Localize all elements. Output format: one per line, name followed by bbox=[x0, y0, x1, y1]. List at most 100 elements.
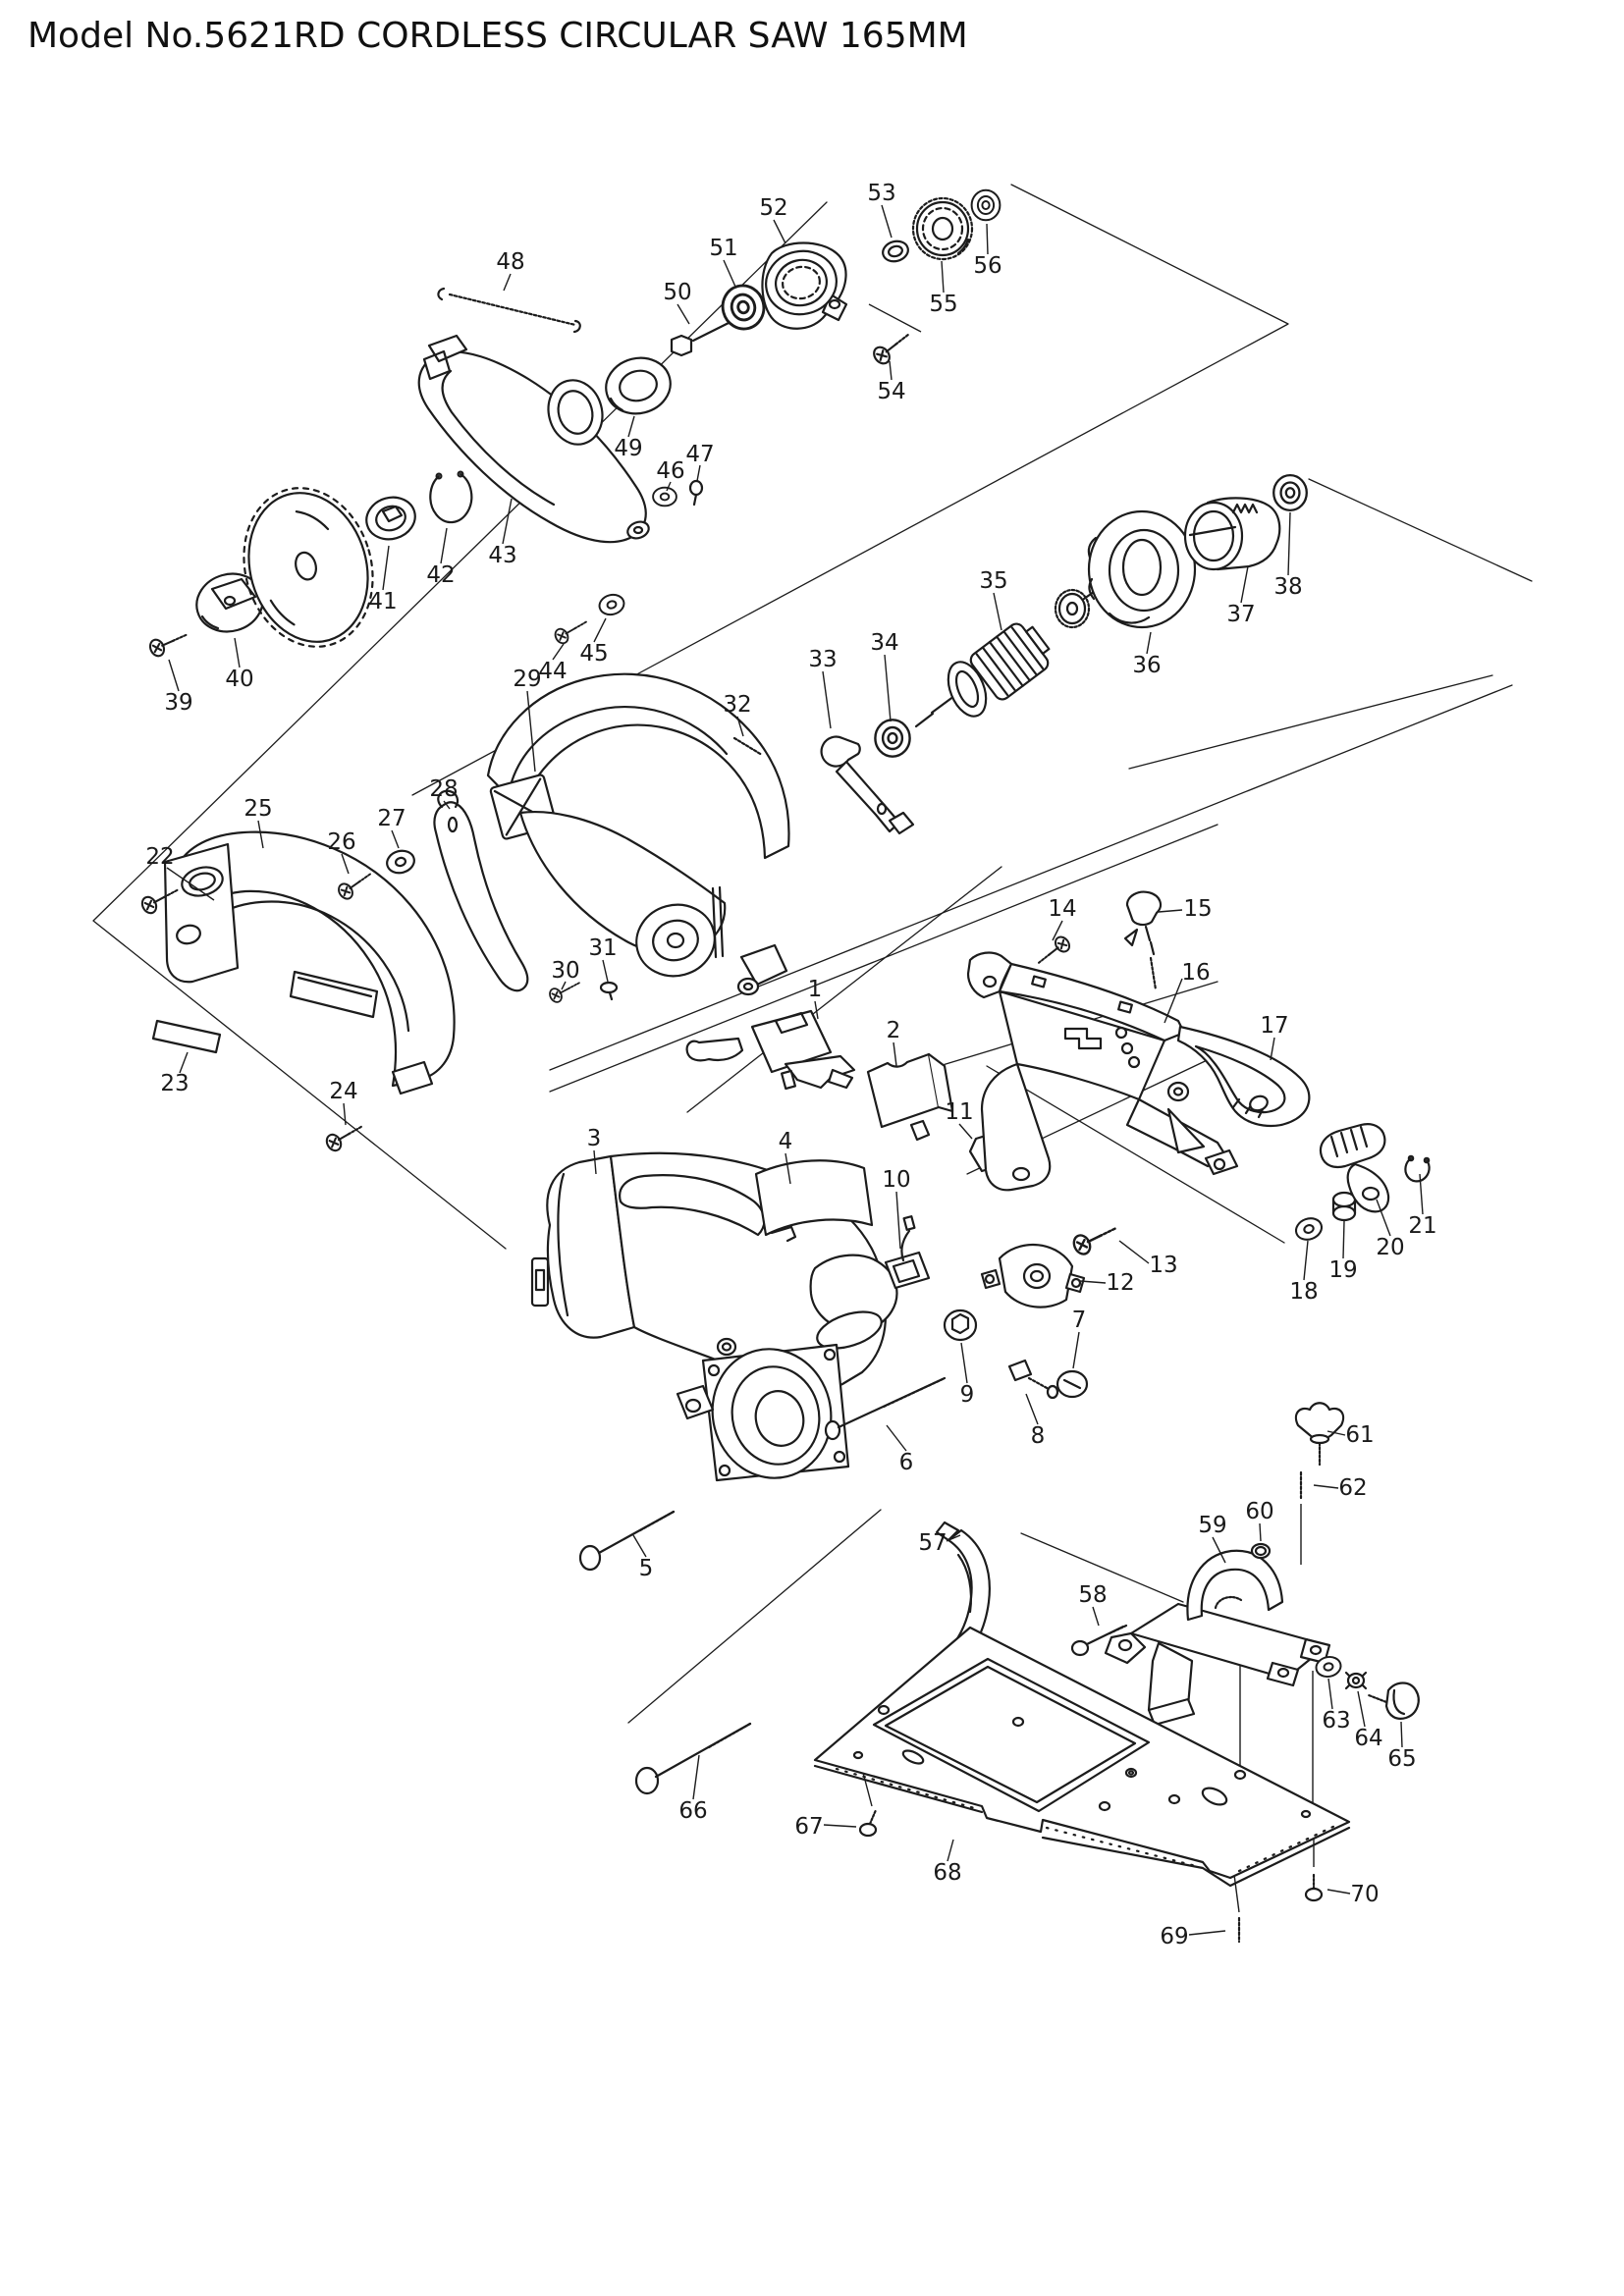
part-label-36: 36 bbox=[1132, 653, 1162, 678]
part-label-50: 50 bbox=[663, 280, 692, 305]
ball-bearing-38 bbox=[1272, 473, 1308, 512]
screw-13 bbox=[1069, 1217, 1123, 1258]
safety-cover-43 bbox=[417, 334, 650, 544]
blade-case-25 bbox=[163, 830, 456, 1095]
nut-60 bbox=[1250, 1542, 1272, 1560]
part-label-7: 7 bbox=[1071, 1308, 1087, 1333]
washer-46 bbox=[652, 486, 677, 507]
part-label-38: 38 bbox=[1273, 574, 1303, 600]
leader-line-12 bbox=[1079, 1280, 1107, 1284]
part-label-53: 53 bbox=[867, 181, 896, 206]
part-label-3: 3 bbox=[586, 1126, 602, 1151]
washer-18 bbox=[1291, 1213, 1326, 1245]
leader-line-26 bbox=[341, 853, 350, 875]
leader-line-43 bbox=[502, 498, 513, 545]
base-plate-68 bbox=[813, 1626, 1351, 1888]
safety-cover-29 bbox=[486, 672, 790, 996]
part-label-69: 69 bbox=[1160, 1924, 1189, 1949]
leader-line-21 bbox=[1419, 1173, 1424, 1215]
leader-line-13 bbox=[1118, 1240, 1150, 1264]
leader-line-69 bbox=[1188, 1930, 1226, 1936]
part-label-18: 18 bbox=[1289, 1279, 1319, 1305]
inner-flange-41 bbox=[365, 496, 416, 541]
retaining-ring-49 bbox=[605, 356, 672, 415]
part-label-58: 58 bbox=[1078, 1582, 1108, 1608]
screw-54 bbox=[869, 325, 917, 368]
leader-line-62 bbox=[1313, 1484, 1339, 1489]
part-label-56: 56 bbox=[973, 253, 1002, 279]
leader-line-50 bbox=[677, 303, 690, 325]
spring-32 bbox=[732, 736, 764, 757]
part-label-52: 52 bbox=[759, 195, 788, 221]
leader-line-56 bbox=[986, 223, 989, 255]
leader-line-32 bbox=[736, 716, 744, 737]
part-label-30: 30 bbox=[551, 958, 580, 984]
lock-off-button-15 bbox=[1123, 890, 1163, 956]
part-leader-lines bbox=[166, 204, 1424, 1936]
part-label-34: 34 bbox=[870, 630, 899, 656]
leader-line-53 bbox=[881, 204, 893, 239]
leader-line-8 bbox=[1025, 1393, 1039, 1425]
label-4 bbox=[754, 1159, 874, 1237]
bearing-box-52 bbox=[761, 241, 848, 330]
leader-line-33 bbox=[822, 670, 832, 729]
part-label-20: 20 bbox=[1376, 1235, 1405, 1260]
part-label-25: 25 bbox=[244, 796, 273, 822]
handle-assembly bbox=[966, 890, 1431, 1258]
leader-line-22 bbox=[166, 867, 215, 901]
leader-line-59 bbox=[1212, 1536, 1226, 1564]
leader-line-60 bbox=[1259, 1522, 1262, 1542]
screw-6 bbox=[824, 1376, 947, 1441]
leader-line-9 bbox=[960, 1342, 968, 1384]
wrench-33 bbox=[820, 735, 915, 835]
leader-line-66 bbox=[692, 1754, 700, 1800]
handle-cover-17 bbox=[966, 951, 1311, 1192]
part-label-23: 23 bbox=[160, 1071, 189, 1096]
flat-washer-53 bbox=[882, 240, 909, 263]
leader-line-15 bbox=[1158, 909, 1183, 913]
controller-2 bbox=[866, 1052, 954, 1142]
leader-line-23 bbox=[179, 1051, 189, 1074]
washer-45 bbox=[596, 591, 627, 618]
part-label-5: 5 bbox=[638, 1556, 654, 1581]
leader-line-6 bbox=[886, 1424, 907, 1452]
leader-line-40 bbox=[234, 637, 241, 668]
part-label-54: 54 bbox=[877, 379, 906, 404]
ball-bearing-56 bbox=[970, 188, 1001, 222]
part-label-45: 45 bbox=[579, 641, 609, 667]
part-label-61: 61 bbox=[1345, 1422, 1375, 1448]
circlip-21 bbox=[1404, 1154, 1431, 1183]
part-label-62: 62 bbox=[1338, 1475, 1368, 1501]
part-label-51: 51 bbox=[709, 236, 738, 261]
leader-line-28 bbox=[443, 800, 451, 810]
leader-line-20 bbox=[1376, 1199, 1391, 1237]
part-label-26: 26 bbox=[327, 829, 356, 855]
part-label-14: 14 bbox=[1048, 896, 1077, 922]
blade-case-assembly bbox=[138, 830, 456, 1154]
leader-line-34 bbox=[884, 654, 892, 722]
lock-washer-64 bbox=[1344, 1671, 1368, 1690]
leader-line-67 bbox=[823, 1824, 857, 1828]
part-label-9: 9 bbox=[959, 1382, 975, 1408]
leader-line-46 bbox=[666, 481, 672, 492]
part-label-10: 10 bbox=[882, 1167, 911, 1193]
part-label-19: 19 bbox=[1328, 1257, 1358, 1283]
leader-line-64 bbox=[1357, 1690, 1366, 1728]
leader-line-19 bbox=[1342, 1220, 1345, 1259]
part-label-37: 37 bbox=[1226, 602, 1256, 627]
carbon-brush-8 bbox=[1007, 1359, 1059, 1400]
part-label-55: 55 bbox=[929, 292, 958, 317]
brush-holder-9 bbox=[943, 1308, 978, 1342]
leader-line-70 bbox=[1326, 1889, 1351, 1895]
part-label-4: 4 bbox=[778, 1129, 793, 1154]
leader-line-31 bbox=[602, 959, 609, 983]
part-label-21: 21 bbox=[1408, 1213, 1437, 1239]
part-label-67: 67 bbox=[794, 1814, 824, 1840]
part-label-66: 66 bbox=[678, 1798, 708, 1824]
base-assembly bbox=[634, 1402, 1420, 1944]
part-label-42: 42 bbox=[426, 562, 456, 588]
leader-line-4 bbox=[785, 1152, 791, 1185]
motor-bracket-12 bbox=[980, 1243, 1086, 1308]
